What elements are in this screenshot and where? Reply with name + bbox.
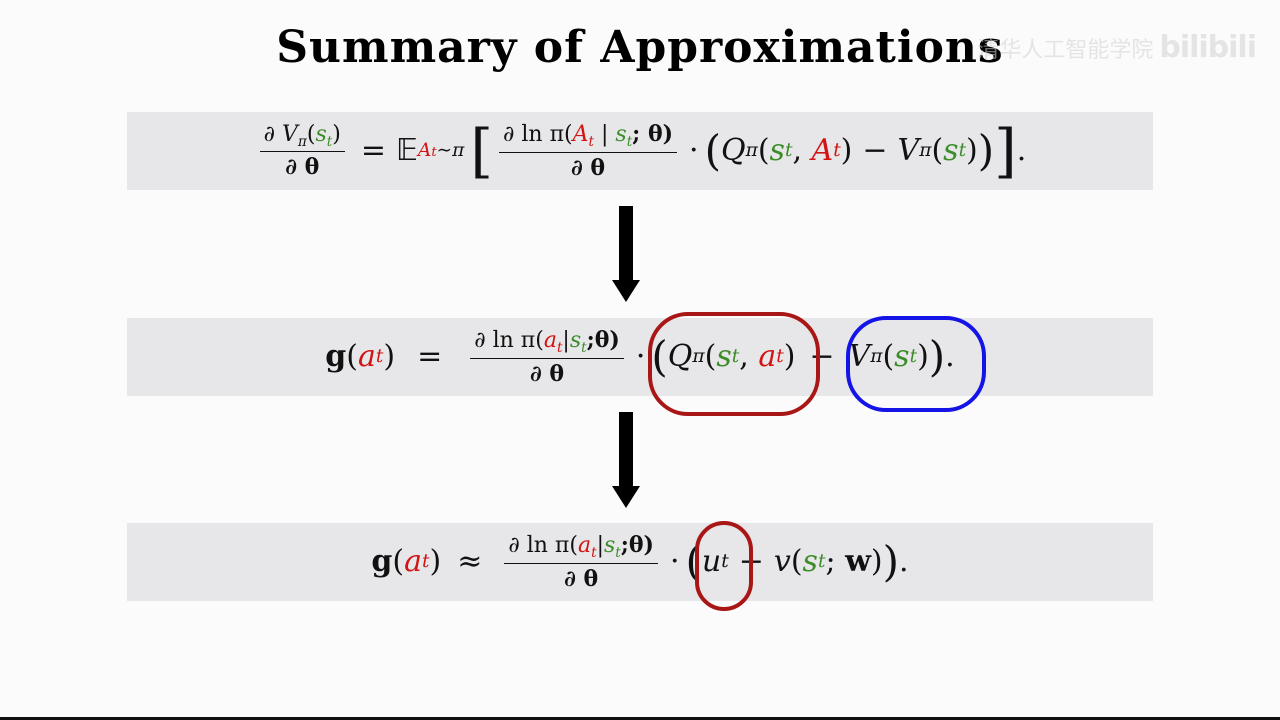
eq1-lhs-fraction: ∂ Vπ(st) ∂ θ <box>259 122 345 180</box>
v-value-highlight-circle <box>846 316 986 412</box>
equation-1: ∂ Vπ(st) ∂ θ = 𝔼 At∼π [ ∂ ln π(At | st; … <box>0 112 1280 190</box>
equation-band-1 <box>127 112 1153 190</box>
expectation-symbol: 𝔼 <box>395 133 418 169</box>
eq1-inner-fraction: ∂ ln π(At | st; θ) ∂ θ <box>499 121 678 181</box>
u-value-highlight-circle <box>695 521 753 611</box>
bilibili-logo-icon: bilibili <box>1159 30 1257 65</box>
bottom-edge-line <box>0 717 1280 720</box>
down-arrow-icon <box>612 206 640 302</box>
q-value-highlight-circle <box>648 312 820 416</box>
eq3-fraction: ∂ ln π(at|st;θ) ∂ θ <box>504 532 658 592</box>
eq2-fraction: ∂ ln π(at|st;θ) ∂ θ <box>470 327 624 387</box>
down-arrow-icon <box>612 412 640 508</box>
slide-title: Summary of Approximations <box>276 22 1004 73</box>
equation-band-3 <box>127 523 1153 601</box>
watermark-text: 清华人工智能学院 <box>977 38 1154 63</box>
